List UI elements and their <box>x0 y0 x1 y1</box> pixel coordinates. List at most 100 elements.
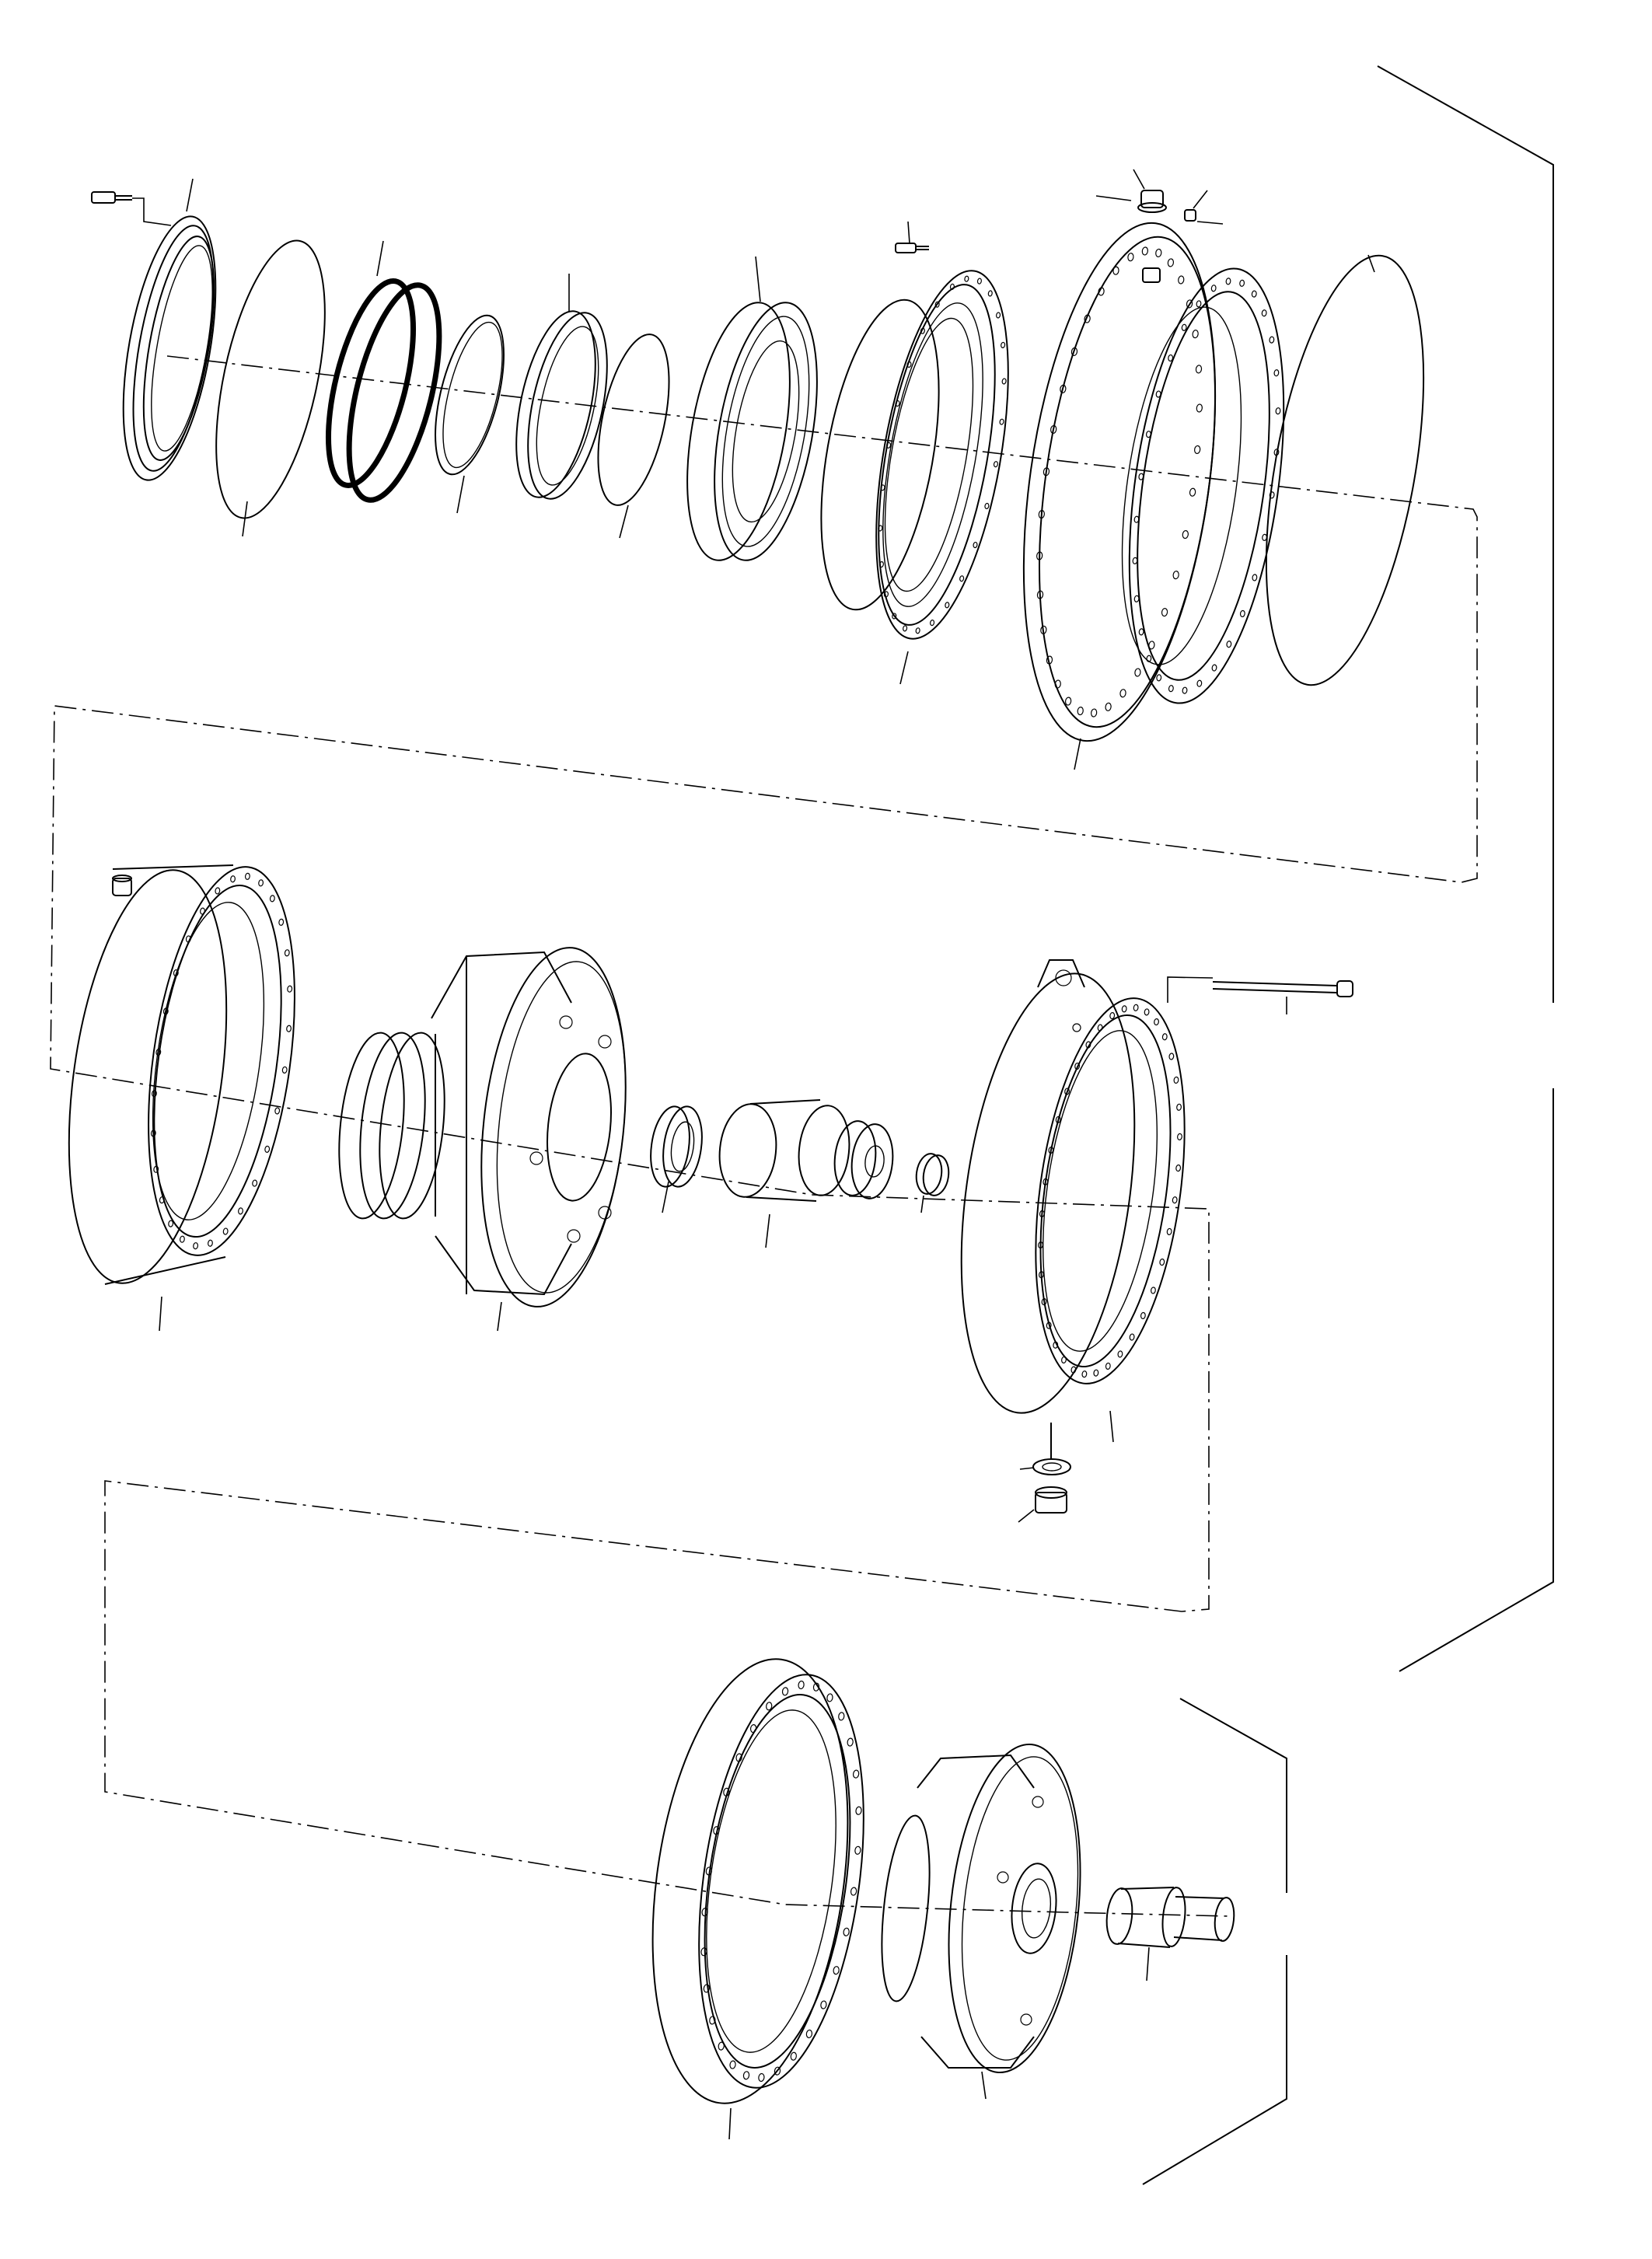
bolt-hole <box>1082 1370 1088 1377</box>
bolt-hole <box>1182 324 1187 331</box>
bolt-hole <box>854 1846 861 1855</box>
drain-plug <box>1018 1423 1067 1522</box>
snap-ring <box>422 309 518 513</box>
bearing-carrier-bolt-holes <box>855 267 1029 642</box>
bolt-hole <box>1001 342 1005 348</box>
bolt-hole <box>1182 530 1189 539</box>
bolt-hole <box>1098 288 1104 296</box>
bolt-hole <box>287 986 292 993</box>
bolt-hole <box>977 278 982 285</box>
plug-c <box>113 875 131 896</box>
bearing-small <box>646 1104 707 1213</box>
bolt-hole <box>896 400 900 407</box>
bolt-small <box>896 222 929 253</box>
bolt-hole <box>1169 1053 1175 1060</box>
bolt-hole <box>1065 697 1071 706</box>
sun-gear <box>715 1100 896 1248</box>
bolt-hole <box>704 1984 710 1992</box>
bolt-hole <box>886 442 891 449</box>
bolt-hole <box>907 361 912 368</box>
bolt-hole <box>706 1866 712 1875</box>
hub-housing-bolt-holes <box>1011 238 1228 727</box>
bolt-hole <box>1175 1164 1181 1171</box>
bolt-hole <box>774 2067 781 2076</box>
bolt-hole <box>945 602 949 608</box>
bolt-hole <box>1262 534 1267 541</box>
bolt-hole <box>1182 687 1188 694</box>
bolt-hole <box>1156 391 1161 398</box>
bolt-hole <box>1262 309 1267 316</box>
bolt-hole <box>1240 610 1245 617</box>
bolt-hole <box>920 328 925 334</box>
bolt-hole <box>1133 1004 1139 1011</box>
bolt-hole <box>1274 449 1280 456</box>
bolt-hole <box>286 1025 292 1032</box>
bolt-hole <box>1156 675 1161 682</box>
bolt-hole <box>1162 1033 1168 1040</box>
bolt-hole <box>881 484 885 491</box>
ring-gear-lower-bolt-holes <box>678 1671 884 2090</box>
bolt-hole <box>1194 445 1200 454</box>
ring-gear-lower <box>627 1646 887 2139</box>
middle-assembly <box>46 857 1353 1522</box>
bolt-hole <box>1151 1287 1156 1294</box>
bolt-hole <box>208 1240 213 1247</box>
plug-a <box>1096 169 1166 212</box>
bolt-hole <box>282 1067 288 1074</box>
bolt-hole <box>1197 680 1203 687</box>
bolt-hole <box>1172 571 1179 579</box>
bolt-hole <box>285 949 290 956</box>
bolt-hole <box>1161 608 1168 616</box>
long-bolt <box>1168 977 1353 1014</box>
bolt-hole <box>1094 1370 1099 1377</box>
bolt-hole <box>186 936 191 943</box>
bolt-hole <box>1055 680 1061 689</box>
bolt-hole <box>1127 253 1133 261</box>
bolt-hole <box>1168 354 1173 361</box>
bolt-hole <box>1134 595 1140 602</box>
bolt-hole <box>729 2061 735 2069</box>
ring-gear-bolt-holes <box>130 864 313 1259</box>
bolt-hole <box>264 1146 270 1153</box>
bolt-hole <box>1086 1042 1091 1049</box>
bolt-hole <box>884 592 889 598</box>
bolt-hole <box>1196 404 1203 413</box>
bolt-hole <box>155 1049 161 1056</box>
bolt-hole <box>1159 1259 1165 1266</box>
bearing <box>670 257 835 568</box>
bolt-hole <box>1142 247 1148 256</box>
bolt-hole <box>798 1681 804 1689</box>
bolt-hole <box>1130 1334 1135 1341</box>
bolt-hole <box>252 1180 257 1187</box>
bolt-hole <box>1071 1367 1077 1374</box>
bolt-hole <box>930 620 934 626</box>
bolt-hole <box>1038 1241 1043 1248</box>
seal-retainer-flange <box>107 179 232 487</box>
bolt-hole <box>1252 574 1258 581</box>
bolt-hole <box>1168 258 1174 267</box>
bolt-hole <box>238 1208 243 1215</box>
thrust-washer <box>914 1152 952 1213</box>
bolt-hole <box>1071 347 1077 356</box>
bolt-hole <box>274 1108 280 1115</box>
bolt-hole <box>1139 629 1144 636</box>
bolt-hole <box>1118 1351 1123 1358</box>
bolt-hole <box>1000 419 1004 425</box>
large-o-ring <box>1238 244 1452 697</box>
bolt-hole <box>1186 299 1193 308</box>
bolt-hole <box>1154 1018 1159 1025</box>
bolt-hole <box>1138 473 1144 480</box>
bolt-hole <box>1074 1063 1080 1070</box>
bolt-hole <box>152 1090 157 1097</box>
bolt-hole <box>1167 1228 1172 1235</box>
bolt-hole <box>1039 1210 1045 1217</box>
bolt-hole <box>1042 1298 1047 1305</box>
bolt-hole <box>973 542 978 548</box>
bolt-hole <box>1189 488 1196 497</box>
bolt-hole <box>151 1130 156 1136</box>
bolt-hole <box>879 561 884 567</box>
o-ring <box>195 232 345 536</box>
bolt-hole <box>230 875 236 882</box>
bolt-hole <box>1226 278 1231 285</box>
bolt-hole <box>1046 1322 1052 1329</box>
